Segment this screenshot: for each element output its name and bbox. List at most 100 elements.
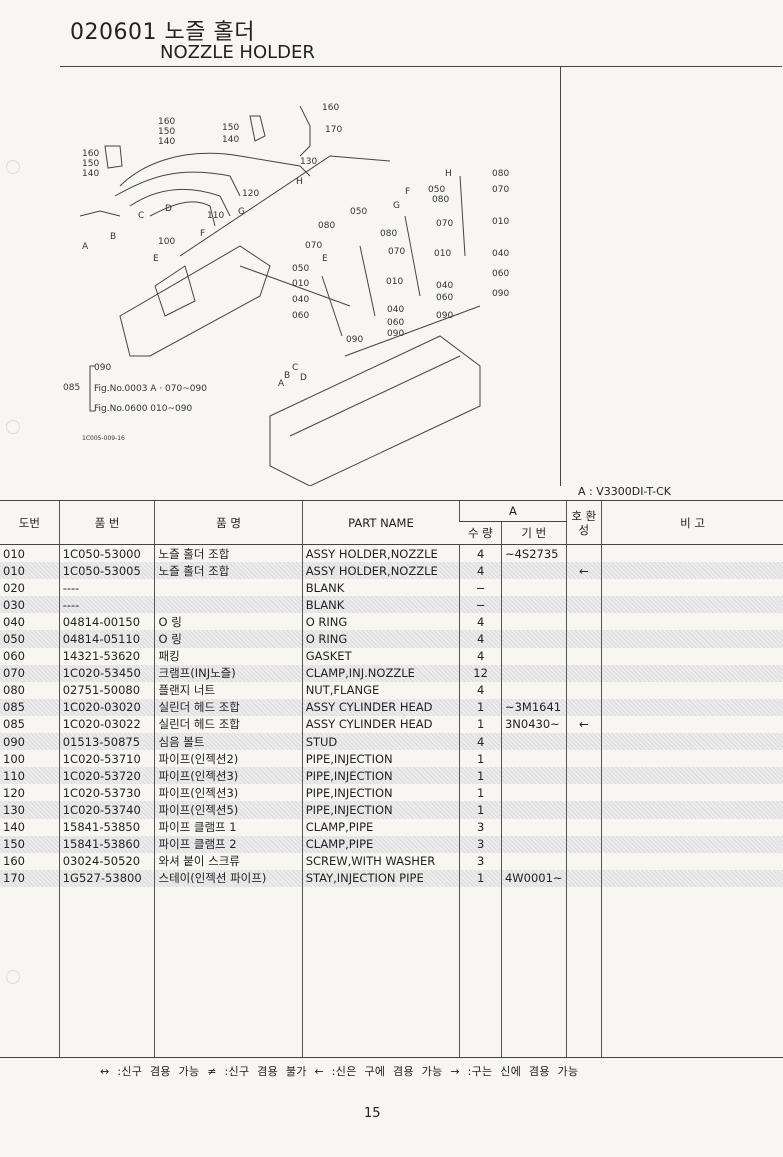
- callout-label: 150: [82, 159, 99, 169]
- cell-part-name: BLANK: [301, 579, 460, 597]
- cell-part-no: 1G527-53800: [58, 869, 155, 887]
- cell-serial: 4W0001~: [500, 869, 567, 887]
- callout-letter: D: [165, 204, 172, 214]
- exploded-parts-diagram: 160 150 140 160 150 140 150 140 160 170 …: [63, 103, 509, 486]
- cell-part-no: 1C020-53720: [58, 767, 155, 785]
- cell-part-name: GASKET: [301, 647, 460, 665]
- callout-label: 010: [434, 249, 451, 259]
- cell-part-name: STUD: [301, 733, 460, 751]
- cell-serial: [500, 767, 567, 785]
- cell-qty: 1: [459, 750, 502, 768]
- callout-label: 130: [300, 157, 317, 167]
- cell-interchange: [565, 733, 602, 751]
- callout-label: 060: [492, 269, 509, 279]
- cell-serial: [500, 681, 567, 699]
- callout-label: 160: [82, 149, 99, 159]
- cell-interchange: [565, 664, 602, 682]
- callout-label: 080: [432, 195, 449, 205]
- cell-no: 060: [3, 649, 25, 664]
- callout-label: 070: [305, 241, 322, 251]
- pipe-clamp-shape: [104, 145, 123, 169]
- cell-no: 040: [3, 614, 25, 629]
- callout-label: 050: [428, 185, 445, 195]
- parts-table: 도번 품 번 품 명 PART NAME A 호 환 성 비 고 수 량 기 번…: [0, 500, 783, 1058]
- cell-serial: [500, 818, 567, 836]
- cell-part-no: 1C020-03020: [58, 698, 155, 716]
- reference-line-shape: [239, 265, 351, 307]
- cell-name-kr: 파이프 클램프 1: [154, 818, 303, 836]
- cell-part-no: ----: [58, 596, 155, 614]
- cell-empty: [154, 886, 303, 1058]
- nozzle-holder-shape: [359, 245, 376, 317]
- col-header-part-no: 품 번: [58, 500, 155, 545]
- cell-qty: 4: [459, 544, 502, 563]
- cell-qty: −: [459, 596, 502, 614]
- cell-qty: 1: [459, 801, 502, 819]
- cell-empty: [459, 886, 502, 1058]
- cell-part-name: ASSY CYLINDER HEAD: [301, 698, 460, 716]
- callout-label: 100: [158, 237, 175, 247]
- callout-letter: F: [405, 187, 410, 197]
- callout-label: 060: [436, 293, 453, 303]
- cell-name-kr: [154, 579, 303, 597]
- page-title-code: 020601 노즐 홀더: [70, 20, 255, 45]
- cell-part-no: 1C020-53710: [58, 750, 155, 768]
- pipe-stay-shape: [299, 105, 311, 157]
- cell-part-name: O RING: [301, 613, 460, 631]
- callout-label: 090: [436, 311, 453, 321]
- cell-qty: 4: [459, 733, 502, 751]
- cell-name-kr: 파이프(인젝션5): [154, 801, 303, 819]
- cell-part-no: 1C020-53730: [58, 784, 155, 802]
- cell-name-kr: O 링: [154, 630, 303, 648]
- cell-remarks: [601, 664, 783, 682]
- cell-part-name: BLANK: [301, 596, 460, 614]
- manifold-inlet-shape: [154, 265, 196, 317]
- cell-no: 150: [0, 835, 60, 853]
- cell-part-no: 14321-53620: [58, 647, 155, 665]
- cell-remarks: [601, 767, 783, 785]
- injection-pipe-shape: [149, 201, 216, 227]
- page-number: 15: [364, 1106, 381, 1121]
- cell-qty: 4: [459, 613, 502, 631]
- callout-label: 040: [292, 295, 309, 305]
- callout-label: 060: [387, 318, 404, 328]
- col-header-part-name: PART NAME: [301, 500, 460, 545]
- injection-pipe-shape: [119, 152, 311, 187]
- cell-part-name: PIPE,INJECTION: [301, 750, 460, 768]
- cell-no: 160: [3, 854, 25, 869]
- cell-name-kr: 노즐 홀더 조합: [154, 562, 303, 580]
- cell-interchange: [565, 835, 602, 853]
- cell-serial: [500, 835, 567, 853]
- cell-serial: [500, 852, 567, 870]
- table-row: 020----BLANK−: [0, 579, 783, 597]
- cell-no: 070: [0, 664, 60, 682]
- cell-remarks: [601, 733, 783, 751]
- cell-part-no: 1C050-53000: [58, 544, 155, 563]
- manifold-shape: [119, 245, 271, 357]
- cell-name-kr: [154, 596, 303, 614]
- cell-part-no: 1C020-53740: [58, 801, 155, 819]
- cell-no: 085: [0, 698, 60, 716]
- cell-no: 020: [3, 580, 25, 595]
- callout-label: 050: [350, 207, 367, 217]
- cell-no: 080: [3, 683, 25, 698]
- cell-no: 110: [0, 767, 60, 785]
- table-blank-row: [0, 886, 783, 1058]
- callout-label: 170: [325, 125, 342, 135]
- cell-no: 090: [0, 733, 60, 751]
- callout-label: 070: [436, 219, 453, 229]
- nozzle-holder-shape: [321, 275, 343, 337]
- cell-interchange: [565, 681, 602, 699]
- cell-part-no: 15841-53850: [58, 818, 155, 836]
- cell-qty: 1: [459, 698, 502, 716]
